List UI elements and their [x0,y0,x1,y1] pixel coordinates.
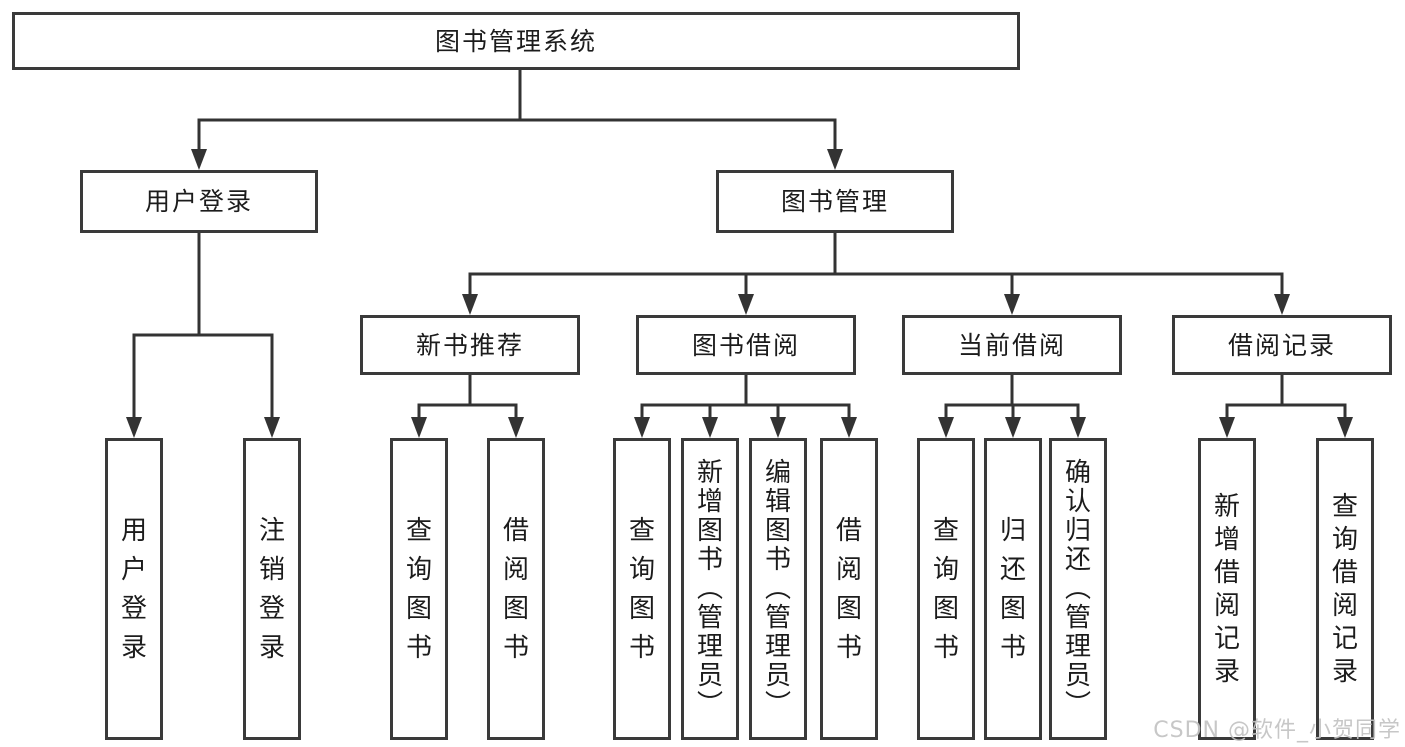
arrowhead [1337,417,1353,438]
node-label: 归还图书 [999,515,1026,663]
node-label: 新增图书︵管理员︶ [696,458,723,720]
node-cb-query-books: 查询图书 [917,438,975,740]
node-label: 注销登录 [258,515,285,663]
node-leaf-logout: 注销登录 [243,438,301,740]
node-book-management: 图书管理 [716,170,954,233]
node-current-borrowing: 当前借阅 [902,315,1122,375]
arrowhead [1274,294,1290,315]
node-label: 图书管理 [780,187,889,216]
node-label: 编辑图书︵管理员︶ [764,458,791,720]
node-label: 新增借阅记录 [1213,491,1240,687]
node-bb-query-books: 查询图书 [613,438,671,740]
node-label: 借阅记录 [1227,330,1336,360]
node-bb-add-books-admin: 新增图书︵管理员︶ [681,438,739,740]
node-label: 确认归还︵管理员︶ [1064,458,1091,720]
node-cb-return-books: 归还图书 [984,438,1042,740]
arrowhead [841,417,857,438]
arrowhead [738,294,754,315]
node-label: 图书管理系统 [434,26,597,56]
arrowhead [827,149,843,170]
node-nb-borrow-books: 借阅图书 [487,438,545,740]
node-label: 查询图书 [405,515,432,663]
node-cb-confirm-return-admin: 确认归还︵管理员︶ [1049,438,1107,740]
node-leaf-user-login: 用户登录 [105,438,163,740]
node-root: 图书管理系统 [12,12,1020,70]
node-label: 借阅图书 [502,515,529,663]
node-new-book-recommend: 新书推荐 [360,315,580,375]
node-label: 图书借阅 [691,330,800,360]
arrowhead [702,417,718,438]
node-br-query-record: 查询借阅记录 [1316,438,1374,740]
arrowhead [1004,294,1020,315]
node-label: 用户登录 [120,515,147,663]
arrowhead [411,417,427,438]
node-label: 新书推荐 [415,330,524,360]
arrowhead [462,294,478,315]
arrowhead [264,417,280,438]
watermark: CSDN @软件_小贺同学 [1153,718,1401,743]
arrowhead [126,417,142,438]
arrowhead [191,149,207,170]
node-label: 查询借阅记录 [1331,491,1358,687]
arrowhead [938,417,954,438]
node-label: 查询图书 [932,515,959,663]
node-bb-borrow-books: 借阅图书 [820,438,878,740]
node-label: 当前借阅 [957,330,1066,360]
node-book-borrowing: 图书借阅 [636,315,856,375]
arrowhead [508,417,524,438]
arrowhead [1005,417,1021,438]
node-borrowing-records: 借阅记录 [1172,315,1392,375]
node-bb-edit-books-admin: 编辑图书︵管理员︶ [749,438,807,740]
node-label: 用户登录 [144,187,253,216]
node-nb-query-books: 查询图书 [390,438,448,740]
arrowhead [1219,417,1235,438]
node-user-login: 用户登录 [80,170,318,233]
arrowhead [1070,417,1086,438]
arrowhead [634,417,650,438]
node-br-add-record: 新增借阅记录 [1198,438,1256,740]
arrowhead [770,417,786,438]
node-label: 借阅图书 [835,515,862,663]
node-label: 查询图书 [628,515,655,663]
